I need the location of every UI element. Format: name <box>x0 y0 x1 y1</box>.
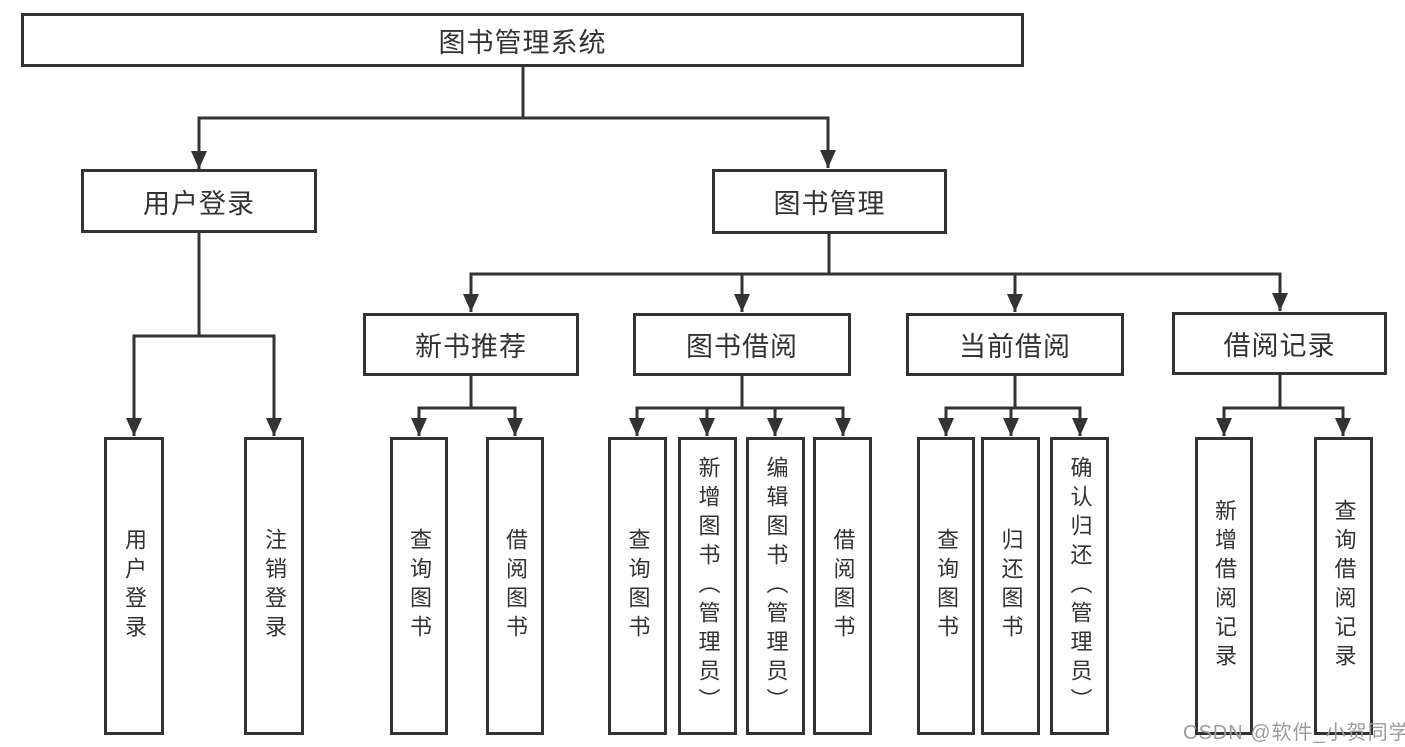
leaf-cb-return-books: 归还图书 <box>981 437 1040 735</box>
leaf-bb-edit-books-label: 编辑图书（管理员） <box>763 455 789 717</box>
leaf-cb-confirm-return: 确认归还（管理员） <box>1050 437 1109 735</box>
leaf-bb-add-books: 新增图书（管理员） <box>678 437 737 735</box>
leaf-cb-return-books-label: 归还图书 <box>998 528 1024 644</box>
connectors <box>126 67 1351 436</box>
leaf-br-add-record-label: 新增借阅记录 <box>1212 499 1237 673</box>
leaf-br-query-record: 查询借阅记录 <box>1314 437 1373 735</box>
leaf-logout: 注销登录 <box>244 437 304 735</box>
leaf-br-query-record-label: 查询借阅记录 <box>1331 499 1357 673</box>
node-new-book-rec: 新书推荐 <box>363 313 579 376</box>
leaf-bb-add-books-label: 新增图书（管理员） <box>695 455 721 717</box>
leaf-user-login: 用户登录 <box>104 437 164 735</box>
leaf-nb-query-books-label: 查询图书 <box>407 528 432 644</box>
csdn-watermark: CSDN @软件_小贺同学 <box>1183 722 1405 744</box>
node-user-login: 用户登录 <box>81 169 317 233</box>
leaf-bb-query-books: 查询图书 <box>608 437 667 735</box>
leaf-nb-query-books: 查询图书 <box>390 437 448 735</box>
leaf-logout-label: 注销登录 <box>262 528 287 644</box>
leaf-cb-query-books-label: 查询图书 <box>934 528 959 644</box>
leaf-nb-borrow-books-label: 借阅图书 <box>503 528 528 644</box>
leaf-cb-confirm-return-label: 确认归还（管理员） <box>1067 455 1093 717</box>
node-book-mgmt: 图书管理 <box>712 169 947 234</box>
node-book-borrow: 图书借阅 <box>633 313 851 376</box>
node-current-borrow: 当前借阅 <box>906 313 1124 376</box>
leaf-bb-edit-books: 编辑图书（管理员） <box>746 437 805 735</box>
leaf-bb-query-books-label: 查询图书 <box>625 528 651 644</box>
leaf-user-login-label: 用户登录 <box>122 528 147 644</box>
leaf-bb-borrow-books: 借阅图书 <box>813 437 872 735</box>
leaf-cb-query-books: 查询图书 <box>917 437 975 735</box>
node-root: 图书管理系统 <box>21 13 1024 67</box>
leaf-br-add-record: 新增借阅记录 <box>1195 437 1253 735</box>
leaf-bb-borrow-books-label: 借阅图书 <box>830 528 856 644</box>
leaf-nb-borrow-books: 借阅图书 <box>486 437 544 735</box>
node-borrow-records: 借阅记录 <box>1172 312 1387 375</box>
